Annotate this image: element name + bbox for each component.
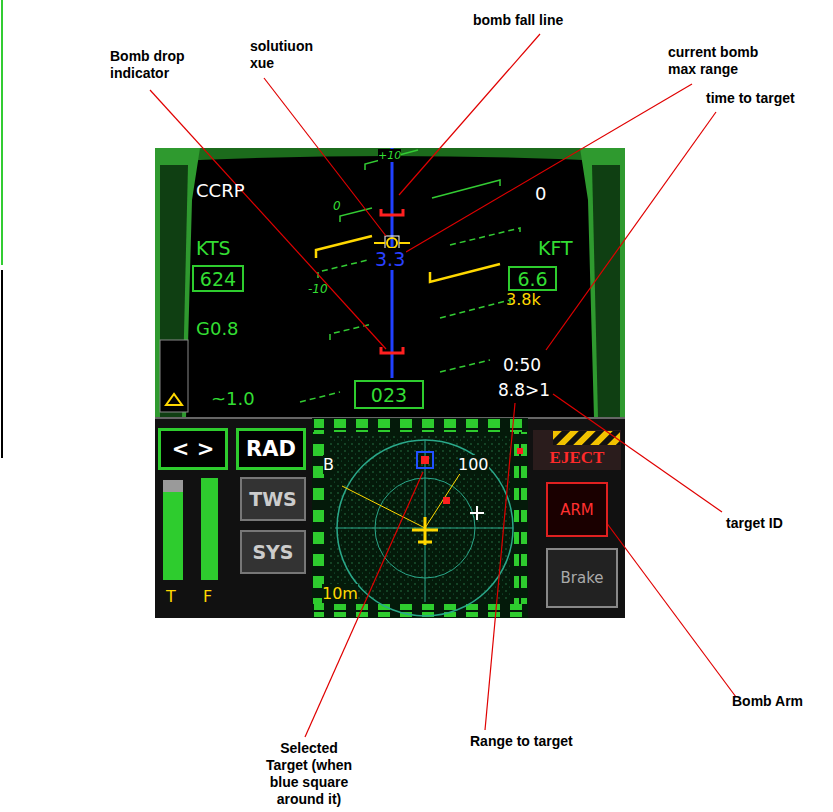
eject-button: EJECT xyxy=(535,446,619,469)
control-panel xyxy=(155,418,625,618)
canopy-frame xyxy=(580,148,625,418)
canopy-frame xyxy=(155,148,625,162)
throttle-bar xyxy=(163,480,183,580)
mach-readout: ~1.0 xyxy=(211,388,255,409)
radar-noise xyxy=(330,436,512,600)
callout-label: current bomb max range xyxy=(668,44,774,78)
g-readout: G0.8 xyxy=(196,318,239,339)
radar-range: 100 xyxy=(458,455,489,474)
max-range-readout: 3.3 xyxy=(374,248,406,270)
radar-crosshair xyxy=(425,440,426,602)
button-text: 6.6 xyxy=(517,268,547,290)
gauge-marker xyxy=(166,394,182,405)
radar-button: RAD xyxy=(236,428,306,470)
range-readout: 3.8k xyxy=(506,290,541,309)
callout-label: solutiuon xue xyxy=(250,38,328,72)
own-aircraft xyxy=(412,517,438,545)
unit-label: KTS xyxy=(196,237,231,259)
callout-label: Range to target xyxy=(470,733,573,750)
button-text: 624 xyxy=(200,268,236,290)
gauge xyxy=(160,340,188,412)
radar-screen xyxy=(312,418,528,618)
radar-target xyxy=(443,497,450,504)
callout-label: time to target xyxy=(706,90,795,107)
radar-target xyxy=(517,448,523,454)
hud-counter: 0 xyxy=(535,183,546,204)
view-button: < > xyxy=(158,428,228,470)
radar-buttons xyxy=(314,604,526,617)
callout-label: bomb fall line xyxy=(473,12,563,29)
button-text: 023 xyxy=(371,384,407,406)
mode-label: CCRP xyxy=(196,180,245,201)
button-text: Brake xyxy=(560,569,603,587)
radar-target xyxy=(421,456,429,464)
solution-cue xyxy=(399,242,410,244)
sys-button: SYS xyxy=(240,530,306,574)
release-marker xyxy=(381,209,403,215)
target-range-id: 8.8>1 xyxy=(498,380,550,400)
pitch-label: 0 xyxy=(333,199,341,213)
callout-label: Bomb drop indicator xyxy=(110,48,192,82)
horizon-line xyxy=(316,236,500,282)
time-to-target: 0:50 xyxy=(503,355,541,375)
callout-label: Selected Target (when blue square around… xyxy=(258,740,360,808)
button-text: TWS xyxy=(249,488,297,510)
radar-timer: 10m xyxy=(322,584,358,603)
radar-scan-limit xyxy=(342,486,425,528)
panel-background xyxy=(155,418,625,618)
eject-panel xyxy=(533,430,621,470)
tws-button: TWS xyxy=(240,477,306,521)
solution-cue xyxy=(387,238,397,248)
brake-button: Brake xyxy=(546,548,618,608)
button-text: ARM xyxy=(560,501,594,519)
target-select-box xyxy=(417,452,433,468)
edge-mark xyxy=(1,270,3,458)
fuel-bar xyxy=(201,478,218,580)
canopy-frame xyxy=(592,165,620,418)
edge-mark xyxy=(1,0,3,265)
radar-cursor xyxy=(476,506,478,520)
button-text: EJECT xyxy=(550,448,605,468)
radar-mode: B xyxy=(323,455,334,474)
altitude-readout: 6.6 xyxy=(508,266,557,291)
fuel-label: F xyxy=(203,587,212,606)
button-text: RAD xyxy=(246,437,296,461)
leader-lines xyxy=(150,34,736,737)
button-text: < > xyxy=(172,437,215,461)
callout-label: Bomb Arm xyxy=(732,693,803,710)
canopy-frame xyxy=(160,165,188,418)
hud-view xyxy=(155,148,625,418)
unit-label: KFT xyxy=(538,237,573,259)
pitch-ladder xyxy=(300,150,520,402)
bomb-arm-button: ARM xyxy=(546,482,608,537)
throttle-label: T xyxy=(166,587,176,606)
pitch-label: -10 xyxy=(308,282,328,296)
hud-background xyxy=(155,148,625,418)
radar-buttons xyxy=(514,432,527,604)
pitch-label: +10 xyxy=(378,149,401,162)
airspeed-readout: 624 xyxy=(192,265,244,292)
solution-cue xyxy=(374,242,385,244)
radar-buttons xyxy=(314,419,526,432)
throttle-bar xyxy=(163,480,183,492)
heading-readout: 023 xyxy=(354,380,424,409)
button-text: SYS xyxy=(252,541,293,563)
callout-label: target ID xyxy=(726,515,783,532)
